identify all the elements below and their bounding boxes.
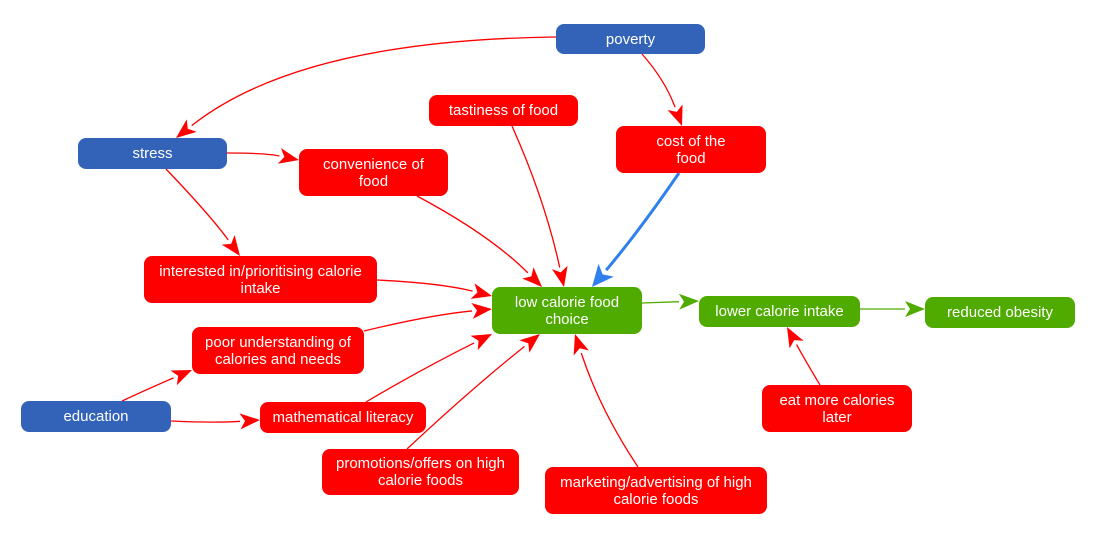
edge-eat_more_later-to-lower_intake bbox=[796, 344, 821, 386]
node-promotions[interactable]: promotions/offers on high calorie foods bbox=[322, 449, 519, 495]
edge-marketing-to-low_cal_choice bbox=[580, 352, 639, 468]
node-label: marketing/advertising of high calorie fo… bbox=[560, 473, 752, 508]
arrowhead-icon bbox=[221, 235, 240, 256]
arrowhead-icon bbox=[170, 370, 192, 386]
edge-promotions-to-low_cal_choice bbox=[406, 345, 525, 450]
node-education[interactable]: education bbox=[21, 401, 171, 432]
node-label: cost of the food bbox=[656, 132, 726, 167]
arrowhead-icon bbox=[551, 265, 568, 287]
node-label: mathematical literacy bbox=[272, 409, 414, 426]
node-poor-understanding[interactable]: poor understanding of calories and needs bbox=[192, 327, 364, 374]
node-poverty[interactable]: poverty bbox=[556, 24, 705, 54]
arrowhead-icon bbox=[573, 334, 589, 356]
edge-math_literacy-to-low_cal_choice bbox=[365, 342, 475, 403]
node-convenience[interactable]: convenience of food bbox=[299, 149, 448, 196]
node-eat-more-later[interactable]: eat more calories later bbox=[762, 385, 912, 432]
node-cost[interactable]: cost of the food bbox=[616, 126, 766, 173]
node-math-literacy[interactable]: mathematical literacy bbox=[260, 402, 426, 433]
arrowhead-icon bbox=[470, 334, 492, 351]
node-interested[interactable]: interested in/prioritising calorie intak… bbox=[144, 256, 377, 303]
node-marketing[interactable]: marketing/advertising of high calorie fo… bbox=[545, 467, 767, 514]
node-label: low calorie food choice bbox=[514, 293, 620, 328]
arrowhead-icon bbox=[176, 119, 197, 138]
edge-low_cal_choice-to-lower_intake bbox=[641, 301, 680, 304]
node-label: reduced obesity bbox=[947, 304, 1053, 321]
node-label: tastiness of food bbox=[448, 102, 559, 119]
arrowhead-icon bbox=[905, 301, 925, 317]
arrowhead-icon bbox=[239, 413, 260, 430]
node-label: convenience of food bbox=[323, 155, 424, 190]
node-low-calorie-food-choice[interactable]: low calorie food choice bbox=[492, 287, 642, 334]
arrowhead-icon bbox=[667, 104, 683, 126]
edge-education-to-math_literacy bbox=[170, 420, 241, 423]
edge-education-to-poor_understanding bbox=[121, 377, 174, 402]
arrowhead-icon bbox=[592, 263, 614, 287]
arrowhead-icon bbox=[277, 148, 299, 164]
edge-poor_understanding-to-low_cal_choice bbox=[363, 310, 473, 332]
node-label: stress bbox=[132, 145, 173, 162]
edge-stress-to-convenience bbox=[226, 152, 280, 157]
node-label: interested in/prioritising calorie intak… bbox=[159, 262, 362, 297]
arrowhead-icon bbox=[522, 267, 542, 287]
edge-cost-to-low_cal_choice bbox=[605, 172, 681, 272]
arrowhead-icon bbox=[471, 302, 492, 319]
edge-poverty-to-stress bbox=[191, 36, 557, 127]
edge-tastiness-to-low_cal_choice bbox=[511, 125, 561, 268]
arrowhead-icon bbox=[470, 283, 492, 299]
node-stress[interactable]: stress bbox=[78, 138, 227, 169]
node-reduced-obesity[interactable]: reduced obesity bbox=[925, 297, 1075, 328]
node-label: promotions/offers on high calorie foods bbox=[336, 455, 505, 489]
arrowhead-icon bbox=[519, 334, 540, 353]
edge-poverty-to-cost bbox=[641, 53, 676, 108]
edge-stress-to-interested bbox=[165, 168, 229, 241]
edge-convenience-to-low_cal_choice bbox=[416, 195, 529, 274]
node-label: education bbox=[63, 408, 129, 425]
node-label: eat more calories later bbox=[779, 391, 895, 426]
node-label: poverty bbox=[605, 30, 656, 48]
node-tastiness[interactable]: tastiness of food bbox=[429, 95, 578, 126]
node-lower-calorie-intake[interactable]: lower calorie intake bbox=[699, 296, 860, 327]
arrowhead-icon bbox=[678, 293, 699, 310]
edge-interested-to-low_cal_choice bbox=[376, 279, 473, 292]
node-label: poor understanding of calories and needs bbox=[205, 333, 351, 368]
arrowhead-icon bbox=[787, 327, 804, 349]
node-label: lower calorie intake bbox=[715, 303, 844, 320]
